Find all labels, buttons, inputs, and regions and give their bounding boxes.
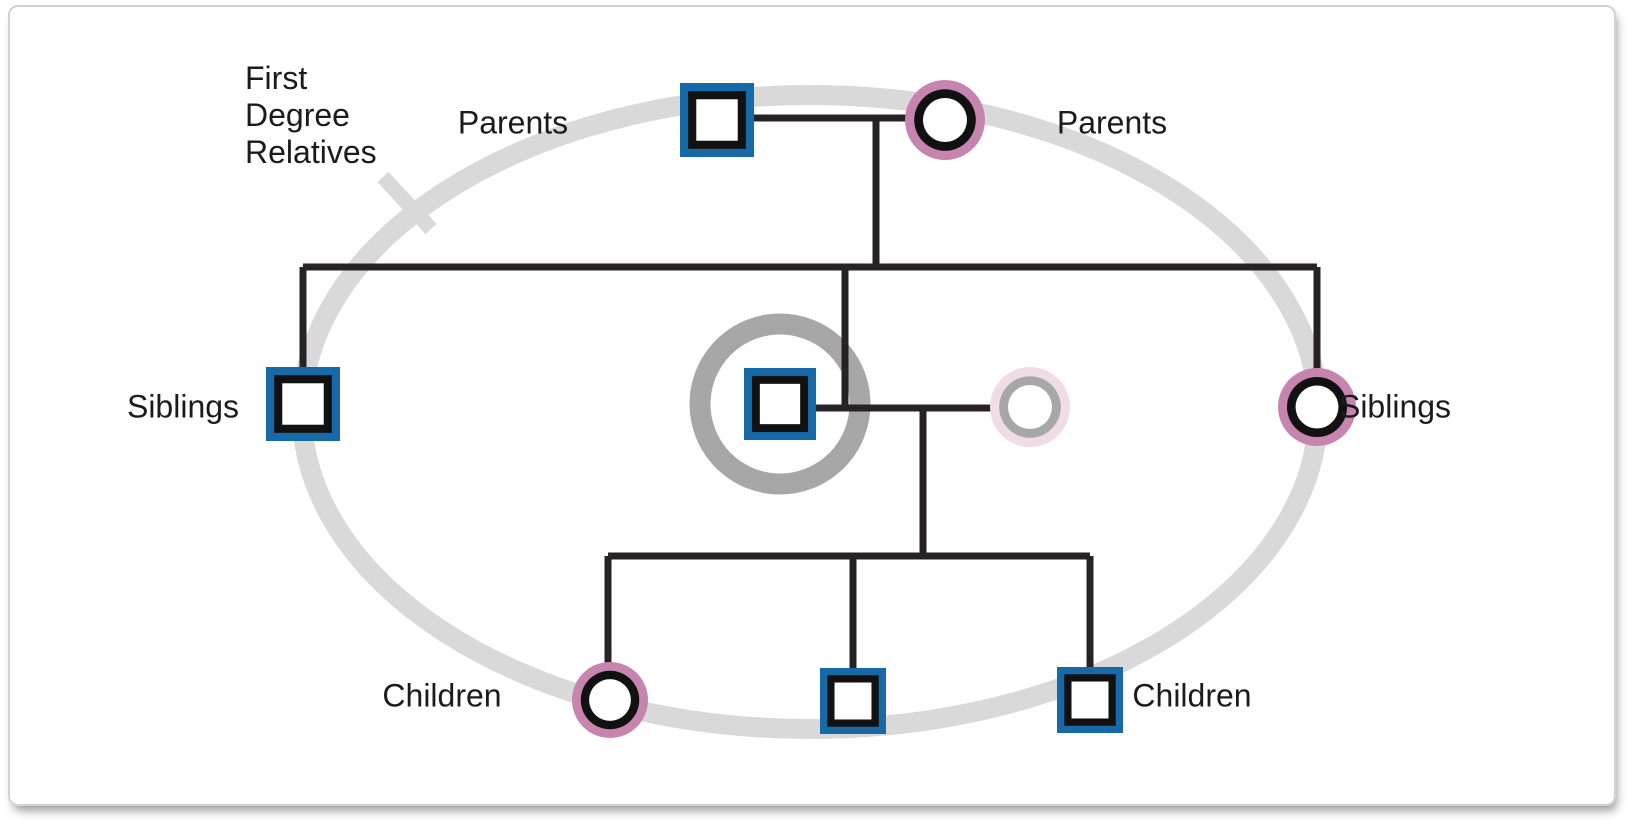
siblings-label-left: Siblings	[126, 388, 240, 425]
callout-line-1: First	[245, 60, 308, 96]
sibling-male-symbol-fill	[282, 383, 324, 425]
parents-label-left: Parents	[457, 104, 569, 141]
children-label-right: Children	[1132, 677, 1252, 714]
proband-symbol-fill	[759, 383, 801, 425]
callout-line-3: Relatives	[245, 134, 377, 170]
first-degree-relatives-label: First Degree Relatives	[245, 60, 377, 171]
spouse-symbol-fill	[1008, 385, 1052, 429]
proband-highlight-ring	[689, 313, 871, 495]
mother-symbol-fill	[923, 98, 967, 142]
sibling-female-symbol-fill	[1295, 385, 1339, 429]
siblings-label-right: Siblings	[1338, 388, 1452, 425]
parents-label-right: Parents	[1056, 104, 1168, 141]
callout-line-2: Degree	[245, 97, 350, 133]
child-male-1-symbol-fill	[834, 682, 872, 720]
child-female-symbol-fill	[589, 679, 631, 721]
children-label-left: Children	[382, 677, 502, 714]
callout-tick	[377, 171, 437, 235]
child-male-2-symbol-fill	[1071, 681, 1109, 719]
father-symbol-fill	[696, 99, 738, 141]
